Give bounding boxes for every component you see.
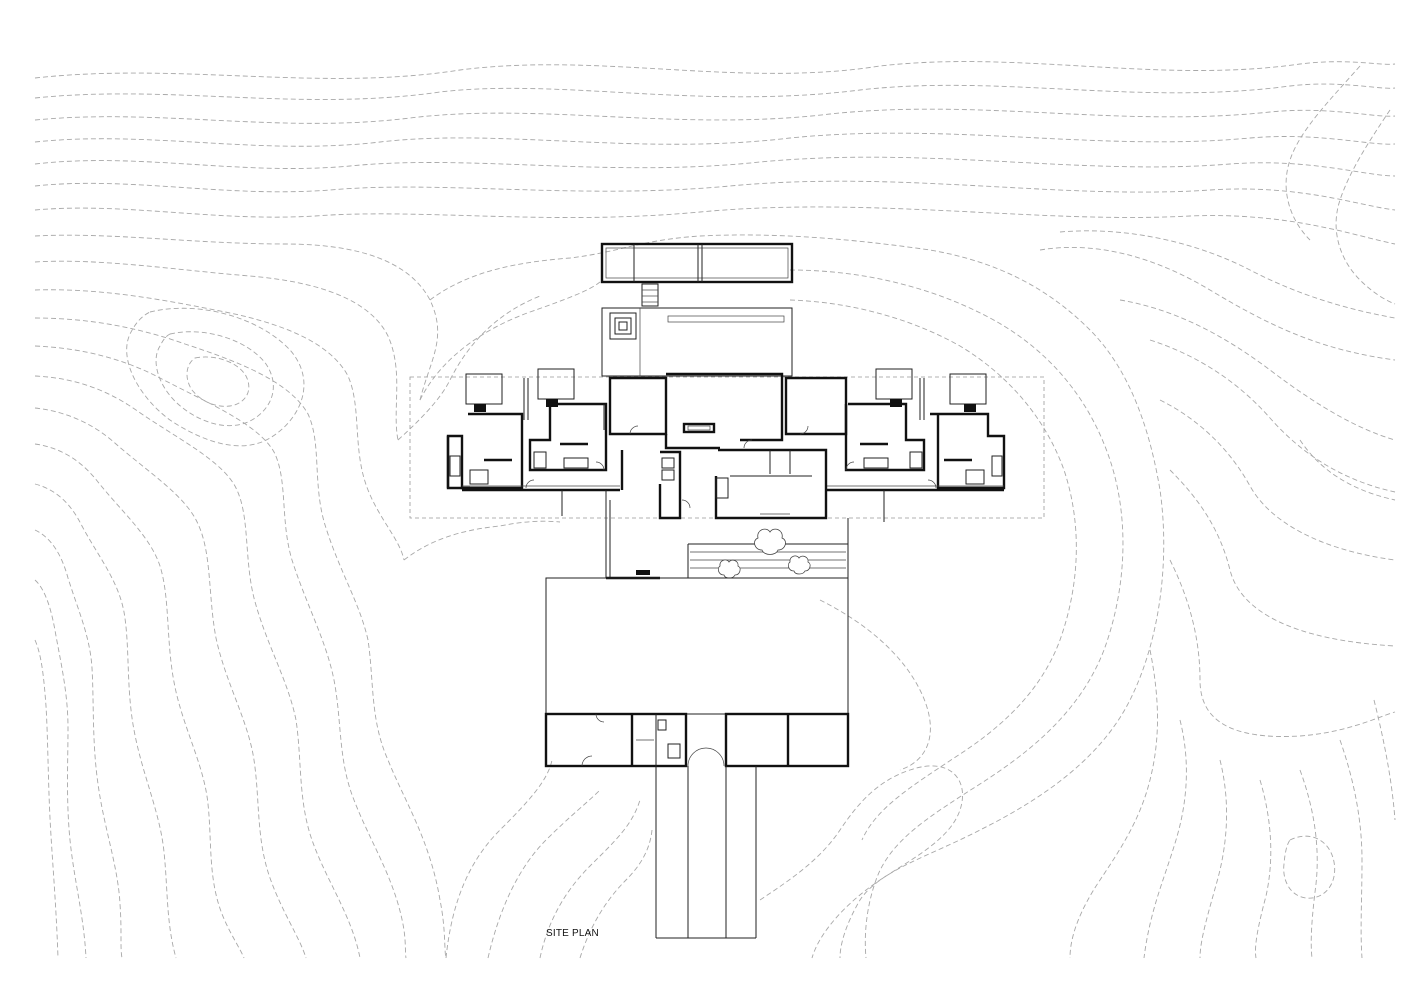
courtyard bbox=[601, 307, 793, 377]
terrace-outline bbox=[409, 376, 1045, 519]
lower-building bbox=[544, 577, 850, 939]
trees bbox=[717, 528, 811, 579]
main-house-wing bbox=[446, 368, 1006, 580]
drawing-label: SITE PLAN bbox=[546, 928, 599, 939]
pool-area bbox=[600, 242, 794, 307]
